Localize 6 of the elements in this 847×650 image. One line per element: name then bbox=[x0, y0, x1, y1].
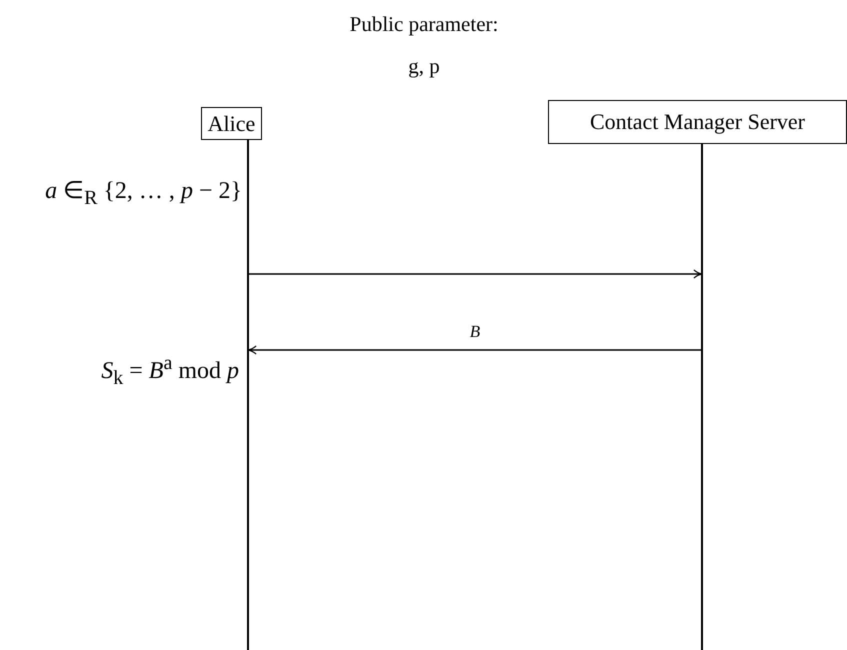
formula-text: a ∈$_{R}$ {2, … , p − 2} bbox=[45, 177, 242, 210]
participant-box: Contact Manager Server bbox=[548, 100, 847, 144]
parameter-text: Public parameter: bbox=[350, 12, 498, 37]
participant-box: Alice bbox=[201, 107, 262, 140]
formula-text: S$_{k}$ = B$^{a}$ mod p bbox=[101, 352, 239, 390]
parameter-text: g, p bbox=[408, 54, 440, 79]
